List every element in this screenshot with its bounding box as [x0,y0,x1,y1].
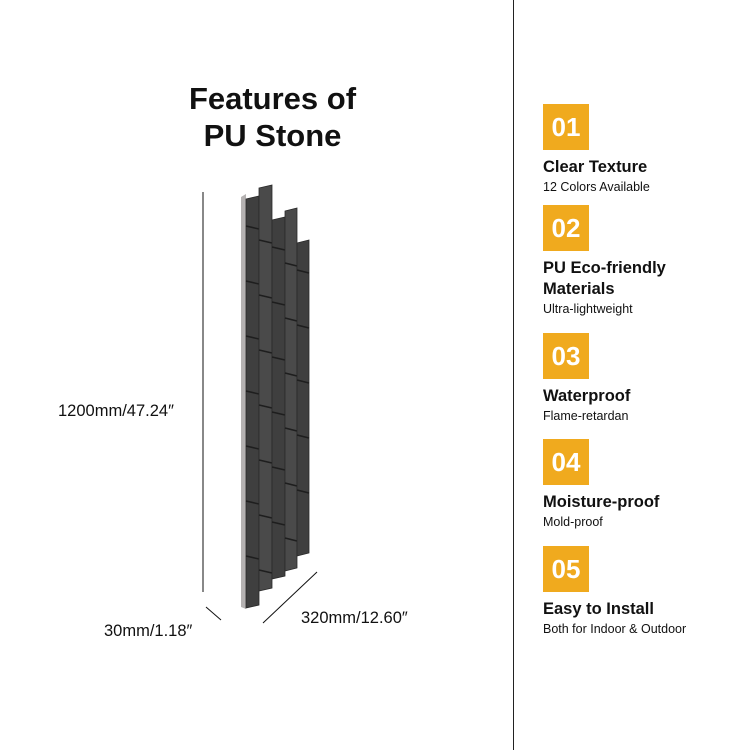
feature-number-badge: 05 [543,546,589,592]
feature-title: Moisture-proof [543,493,660,511]
feature-04: 04 Moisture-proof Mold-proof [543,439,659,530]
title-line-2: PU Stone [203,118,342,153]
brick-joint [284,262,298,267]
feature-05: 05 Easy to Install Both for Indoor & Out… [543,546,686,637]
brick-joint [296,434,310,439]
feature-01: 01 Clear Texture 12 Colors Available [543,104,650,195]
feature-subtitle: Ultra-lightweight [543,302,633,316]
feature-number-badge: 01 [543,104,589,150]
feature-title: Waterproof [543,387,631,405]
brick-joint [296,324,310,329]
brick-joint [296,489,310,494]
width-dimension-line [262,571,318,624]
brick-joint [296,269,310,274]
brick-joint [271,301,286,306]
brick-joint [245,555,260,560]
brick-joint [258,459,273,464]
title-line-1: Features of [188,81,357,116]
brick-joint [245,390,260,395]
brick-joint [258,294,273,299]
brick-joint [258,569,273,574]
brick-joint [284,317,298,322]
height-label: 1200mm/47.24″ [58,402,174,420]
feature-02: 02 PU Eco-friendly Materials Ultra-light… [543,205,693,317]
feature-number-badge: 03 [543,333,589,379]
brick-joint [245,445,260,450]
brick-joint [258,404,273,409]
feature-subtitle: 12 Colors Available [543,180,650,194]
thickness-label: 30mm/1.18″ [104,622,193,640]
panel-column [296,239,310,557]
feature-subtitle: Flame-retardan [543,409,629,423]
brick-joint [271,356,286,361]
panel-face [245,184,310,609]
brick-joint [271,246,286,251]
brick-joint [258,514,273,519]
panel-column [245,195,260,609]
panel-column [271,216,286,580]
panel-column [258,184,273,592]
feature-subtitle: Mold-proof [543,515,603,529]
brick-joint [258,239,273,244]
divider [513,0,514,750]
thickness-dimension-line [205,606,222,621]
brick-joint [284,372,298,377]
feature-number-badge: 02 [543,205,589,251]
brick-joint [284,427,298,432]
brick-joint [284,482,298,487]
feature-title: Clear Texture [543,158,648,176]
panel-side-edge [241,194,246,609]
panel-column [284,207,298,572]
brick-joint [258,349,273,354]
brick-joint [284,537,298,542]
width-label: 320mm/12.60″ [301,609,408,627]
brick-joint [271,466,286,471]
feature-number-badge: 04 [543,439,589,485]
brick-joint [245,280,260,285]
feature-title: Easy to Install [543,600,654,618]
feature-subtitle: Both for Indoor & Outdoor [543,622,687,636]
brick-joint [271,411,286,416]
brick-joint [245,500,260,505]
brick-joint [245,225,260,230]
brick-joint [271,521,286,526]
feature-title: PU Eco-friendly Materials [543,259,666,298]
brick-joint [245,335,260,340]
page-title: Features of PU Stone [140,80,405,154]
brick-joint [296,379,310,384]
feature-03: 03 Waterproof Flame-retardan [543,333,630,424]
